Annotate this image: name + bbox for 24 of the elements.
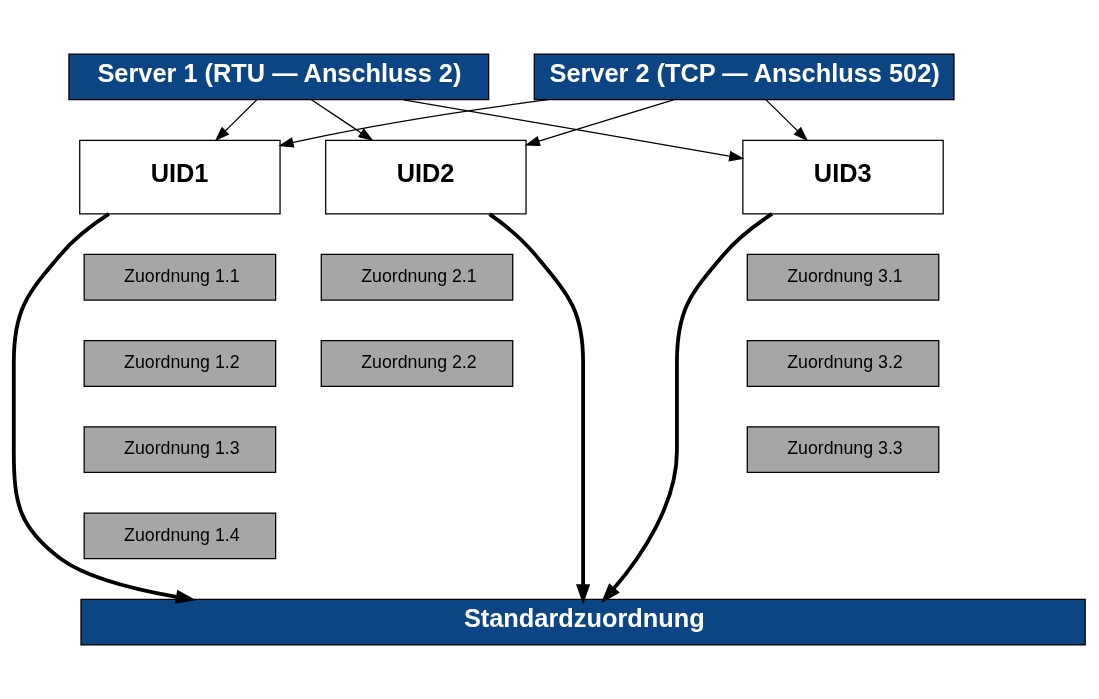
node-box: Zuordnung 1.1	[83, 253, 277, 301]
node-box: UID3	[742, 139, 944, 215]
node-box: Zuordnung 3.2	[746, 340, 940, 387]
node-box: Zuordnung 2.1	[320, 253, 514, 301]
node-box: Zuordnung 1.2	[83, 340, 277, 387]
arrow	[310, 99, 374, 142]
arrow	[278, 99, 549, 148]
arrow	[488, 212, 591, 605]
arrow	[524, 99, 675, 147]
node-box: Zuordnung 1.3	[83, 426, 277, 474]
node-box: UID1	[79, 139, 281, 215]
node-box: Zuordnung 3.1	[746, 253, 940, 301]
node-box: Zuordnung 2.2	[320, 340, 514, 387]
arrow	[601, 212, 774, 604]
node-box: Zuordnung 3.3	[746, 426, 940, 474]
node-box: Zuordnung 1.4	[83, 512, 277, 560]
node-box: Server 2 (TCP — Anschluss 502)	[533, 53, 955, 101]
node-box: Standardzuordnung	[80, 598, 1086, 646]
node-box: Server 1 (RTU — Anschluss 2)	[68, 53, 490, 101]
arrow	[765, 99, 809, 142]
node-box: UID2	[325, 139, 527, 215]
arrow	[11, 212, 197, 604]
arrow	[214, 99, 258, 142]
arrow	[403, 99, 745, 162]
